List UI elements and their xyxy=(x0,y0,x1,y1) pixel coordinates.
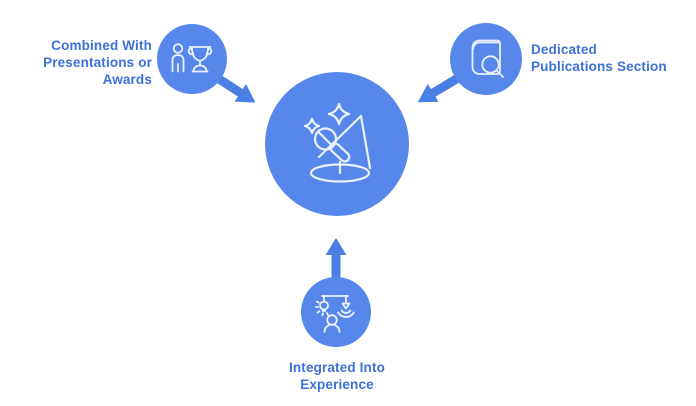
label-line: Awards xyxy=(102,72,152,87)
arrow-top-left-to-center xyxy=(211,72,256,103)
node-experience xyxy=(301,277,371,347)
label-line: Dedicated xyxy=(531,42,597,57)
label-line: Integrated Into xyxy=(289,360,385,375)
node-presentations-awards xyxy=(157,24,227,94)
label-line: Combined With xyxy=(51,38,152,53)
label-publications: Dedicated Publications Section xyxy=(531,41,696,75)
label-line: Publications Section xyxy=(531,59,667,74)
interactive-exhibit-icon xyxy=(314,295,355,333)
label-experience: Integrated Into Experience xyxy=(242,359,432,393)
arrow-top-right-to-center xyxy=(417,73,463,103)
center-node-spotlight xyxy=(265,72,409,216)
arrow-bottom-to-center xyxy=(325,238,347,285)
spotlight-microphone-icon xyxy=(303,102,372,183)
label-line: Experience xyxy=(300,377,374,392)
node-publications xyxy=(450,23,522,95)
book-magnifier-icon xyxy=(471,39,504,78)
label-presentations-awards: Combined With Presentations or Awards xyxy=(14,37,152,88)
person-trophy-icon xyxy=(171,42,213,72)
label-line: Presentations or xyxy=(43,55,152,70)
